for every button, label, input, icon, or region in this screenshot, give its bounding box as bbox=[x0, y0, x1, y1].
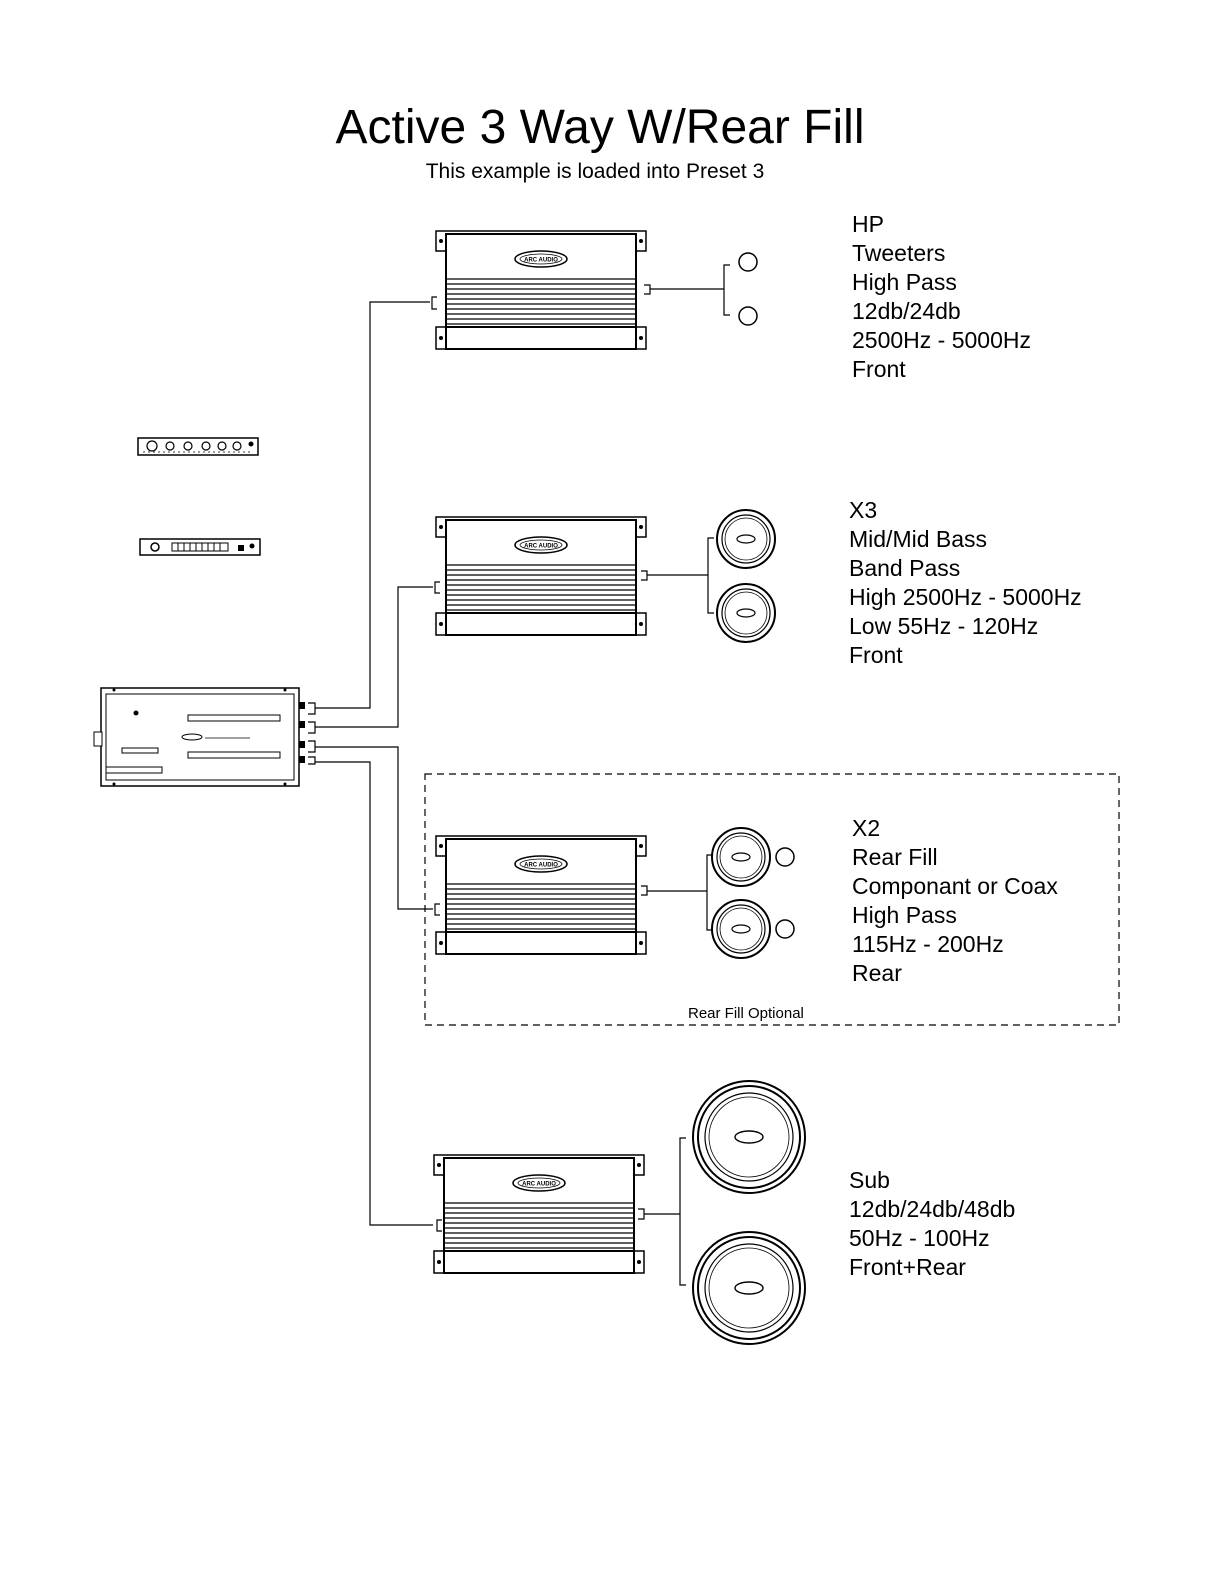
amplifier-sub bbox=[433, 1154, 645, 1274]
subwoofer-icon bbox=[692, 1080, 806, 1345]
tweeter-icon bbox=[738, 252, 758, 326]
signal-wiring bbox=[315, 301, 433, 1226]
rear-fill-optional-note: Rear Fill Optional bbox=[688, 1005, 804, 1022]
x3-channel-label: X3 Mid/Mid Bass Band Pass High 2500Hz - … bbox=[849, 497, 1082, 668]
x2-channel-label: X2 Rear Fill Componant or Coax High Pass… bbox=[852, 815, 1058, 986]
amplifier-x2 bbox=[435, 835, 647, 955]
page-subtitle: This example is loaded into Preset 3 bbox=[425, 160, 765, 183]
sub-channel-label: Sub 12db/24db/48db 50Hz - 100Hz Front+Re… bbox=[849, 1167, 1016, 1280]
rear-fill-speaker-icon bbox=[711, 827, 795, 959]
hp-channel-label: HP Tweeters High Pass 12db/24db 2500Hz -… bbox=[852, 211, 1031, 382]
amplifier-x3 bbox=[435, 516, 647, 636]
head-unit-icon bbox=[137, 437, 259, 456]
dsp-processor bbox=[93, 687, 316, 787]
amplifier-hp bbox=[435, 230, 647, 350]
rear-fill-optional-frame bbox=[424, 773, 1120, 1026]
mid-woofer-icon bbox=[716, 509, 776, 643]
processor-remote-icon bbox=[139, 538, 261, 556]
page-title: Active 3 Way W/Rear Fill bbox=[335, 101, 865, 154]
